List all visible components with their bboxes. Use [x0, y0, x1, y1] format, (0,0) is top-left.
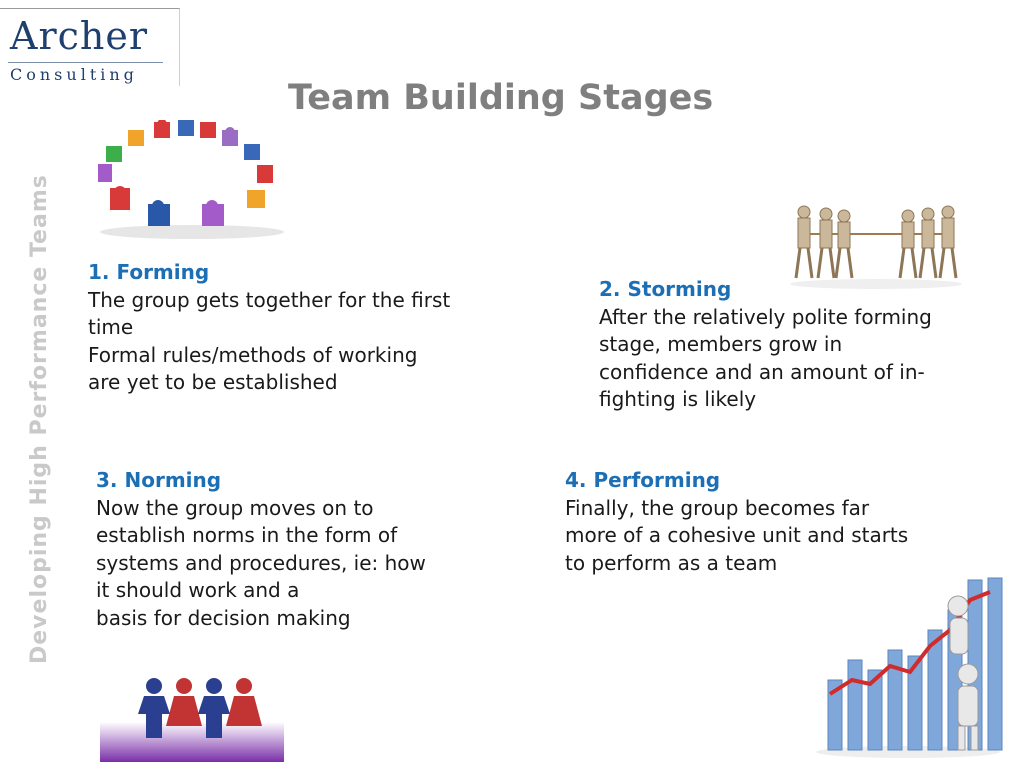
company-logo: Archer Consulting: [0, 8, 180, 86]
stage-forming-line: The group gets together for the first: [88, 287, 451, 312]
stage-norming-line: Now the group moves on to: [96, 495, 374, 520]
stage-norming-line: systems and procedures, ie: how: [96, 550, 426, 575]
stage-forming-line: are yet to be established: [88, 370, 338, 394]
sidebar-vertical-text: Developing High Performance Teams: [27, 174, 52, 664]
stage-performing-line: more of a cohesive unit and starts: [565, 523, 909, 547]
tug-of-war-image: [786, 190, 966, 290]
stage-forming-heading: 1. Forming: [88, 260, 210, 284]
page-title: Team Building Stages: [288, 78, 714, 118]
logo-divider: [8, 62, 163, 63]
stage-storming: 2. Storming After the relatively polite …: [599, 276, 932, 414]
stage-norming-heading: 3. Norming: [96, 468, 222, 492]
logo-subtitle: Consulting: [10, 65, 138, 84]
stage-norming-line: it should work and a: [96, 578, 300, 602]
growth-chart-image: [808, 570, 1008, 760]
stage-forming: 1. Forming The group gets together for t…: [88, 259, 450, 397]
stage-norming-line: establish norms in the form of: [96, 523, 398, 547]
stage-performing-heading: 4. Performing: [565, 468, 721, 492]
stage-storming-line: After the relatively polite forming: [599, 304, 932, 329]
stage-storming-line: fighting is likely: [599, 387, 757, 411]
stage-norming: 3. Norming Now the group moves on to est…: [96, 467, 426, 632]
stage-storming-line: stage, members grow in: [599, 332, 843, 356]
stage-performing-line: Finally, the group becomes far: [565, 495, 870, 520]
stage-performing: 4. Performing Finally, the group becomes…: [565, 467, 908, 577]
paper-people-chain-image: [100, 674, 284, 762]
logo-name: Archer: [10, 14, 149, 58]
stage-norming-line: basis for decision making: [96, 605, 351, 630]
stage-storming-heading: 2. Storming: [599, 277, 732, 301]
stage-storming-line: confidence and an amount of in-: [599, 359, 925, 384]
stage-performing-line: to perform as a team: [565, 550, 778, 575]
stage-forming-line: Formal rules/methods of working: [88, 342, 418, 367]
puzzle-circle-image: [92, 120, 292, 240]
stage-forming-line: time: [88, 315, 134, 339]
